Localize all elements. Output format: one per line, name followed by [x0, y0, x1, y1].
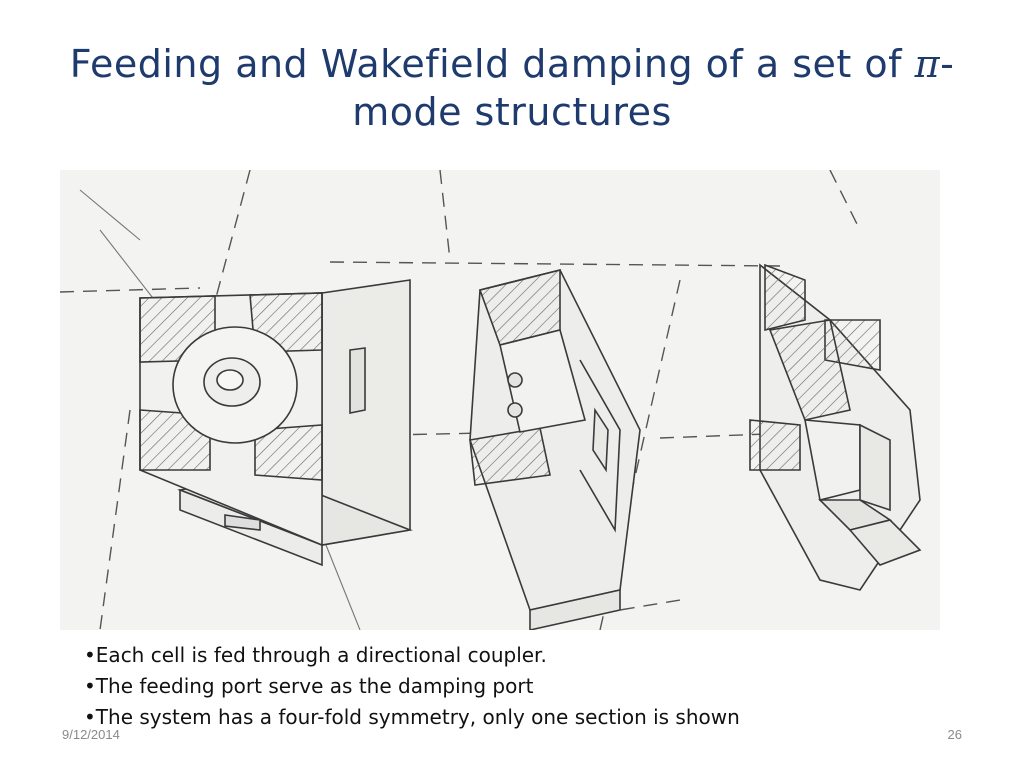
slide-title: Feeding and Wakefield damping of a set o…: [40, 40, 984, 136]
quad-cell-structure: [139, 279, 413, 567]
bullet-list: •Each cell is fed through a directional …: [84, 640, 964, 733]
pi-symbol: π: [914, 42, 941, 86]
footer-page-number: 26: [947, 727, 962, 742]
bullet-item: •Each cell is fed through a directional …: [84, 643, 547, 667]
bullet-item: •The feeding port serve as the damping p…: [84, 674, 534, 698]
coupler-structure: [469, 268, 641, 630]
title-prefix: Feeding and Wakefield damping of a set o…: [69, 42, 915, 86]
pencil-sketch: [60, 170, 922, 630]
footer-date: 9/12/2014: [62, 727, 120, 742]
bullet-item: •The system has a four-fold symmetry, on…: [84, 705, 740, 729]
title-suffix: -mode structures: [352, 42, 955, 134]
sketch-figure: [60, 170, 940, 630]
stepped-waveguide-structure: [749, 263, 922, 591]
